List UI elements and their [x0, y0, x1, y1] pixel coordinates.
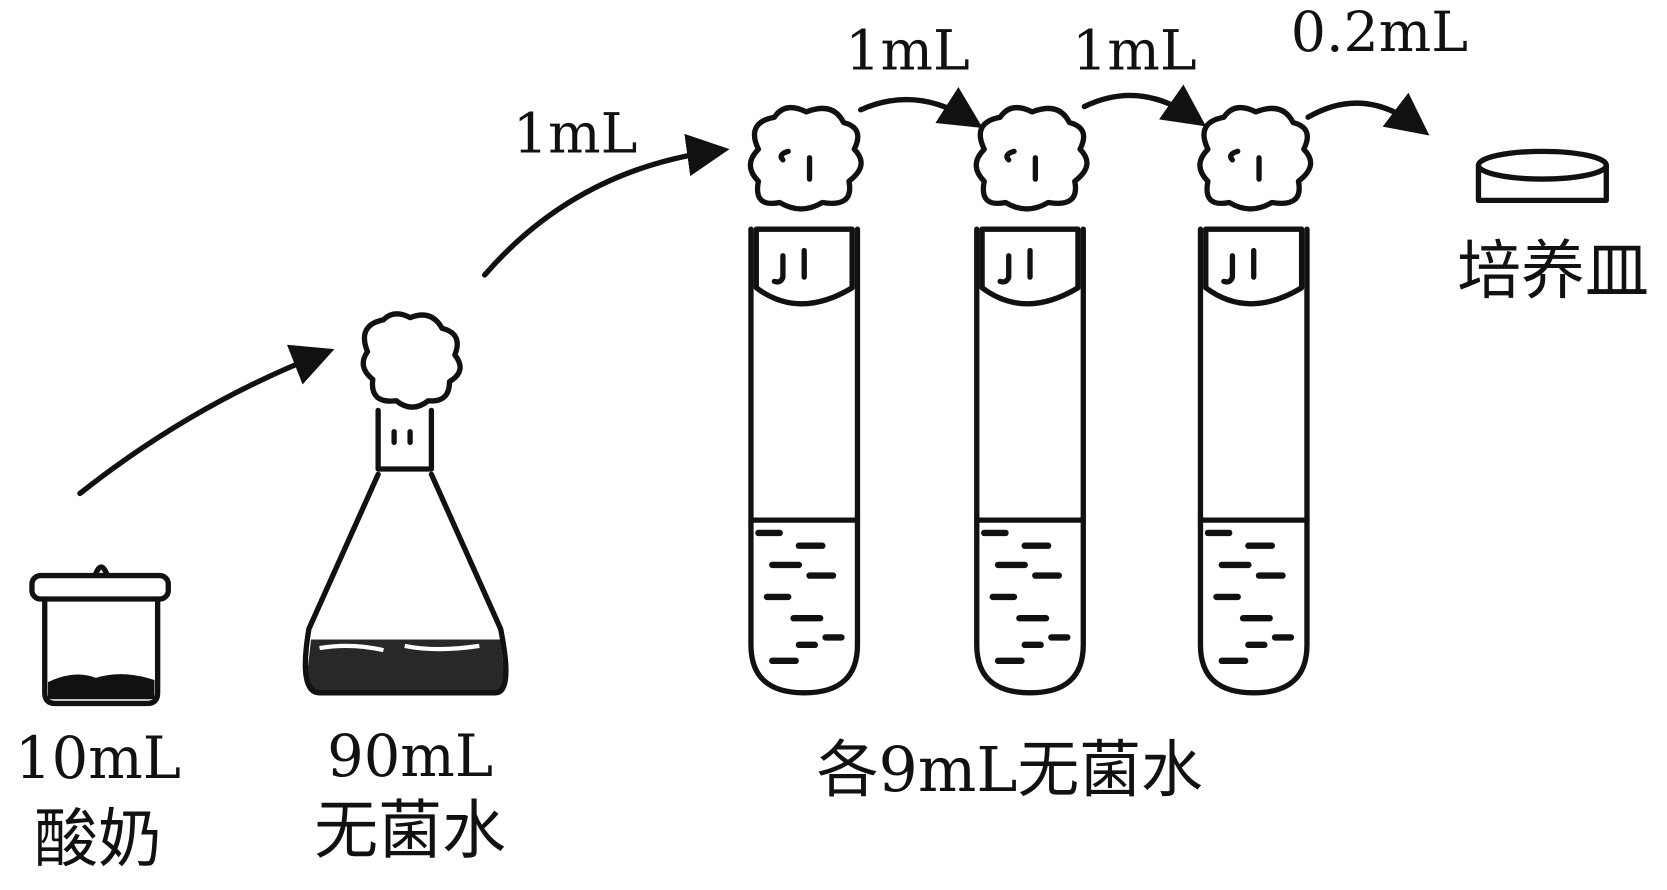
arrow-to-tube-1	[481, 133, 730, 278]
petri-dish-icon	[1475, 148, 1609, 204]
test-tube-1-icon	[750, 108, 861, 693]
arrow-tube-1-to-2	[857, 87, 983, 128]
yogurt-volume-label: 10mL	[15, 725, 181, 792]
transfer-3-label: 1mL	[1072, 19, 1197, 83]
yogurt-name-label: 酸奶	[34, 803, 162, 877]
transfer-4-label: 0.2mL	[1291, 1, 1468, 65]
dish-name-label: 培养皿	[1457, 235, 1649, 309]
arrow-to-flask	[77, 344, 335, 497]
arrow-tube-2-to-3	[1081, 84, 1207, 127]
flask-icon	[302, 311, 509, 696]
transfer-1-label: 1mL	[513, 102, 638, 166]
test-tube-3-icon	[1200, 108, 1311, 693]
transfer-2-label: 1mL	[845, 19, 970, 83]
tubes-caption: 各9mL无菌水	[817, 734, 1203, 806]
flask-volume-label: 90mL	[327, 723, 493, 790]
yogurt-cup-icon	[29, 564, 171, 707]
flask-name-label: 无菌水	[314, 795, 506, 869]
arrow-tube-3-to-dish	[1305, 92, 1430, 136]
test-tube-2-icon	[976, 108, 1087, 693]
